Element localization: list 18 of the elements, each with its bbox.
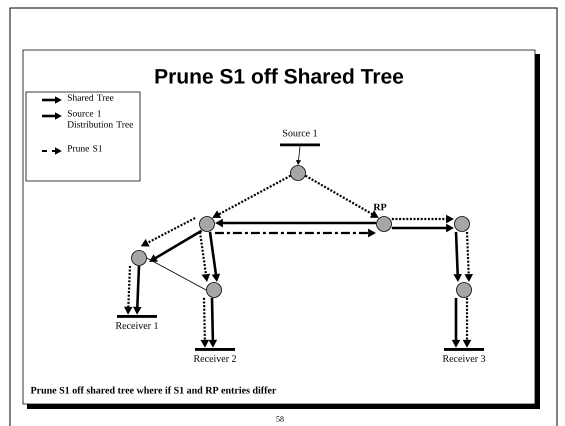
host-bar: Receiver 3 [442,348,486,362]
host-bar: Receiver 2 [194,348,236,362]
host-bar: Receiver 1 [116,315,158,329]
router-circle [206,282,222,298]
footer-note: Prune S1 off shared tree where if S1 and RP entries differ [30,386,276,394]
legend-text: Prune S1 [67,145,102,152]
router-circle [454,216,470,232]
node-label: RP [374,204,386,210]
router-circle [376,216,392,232]
router-circle [290,165,306,181]
page-number: 58 [276,416,284,422]
router-circle [456,282,472,298]
router-circle [131,250,147,266]
legend-text: Shared Tree [68,94,114,101]
router-circle [199,216,215,232]
legend-text: Source 1 Distribution Tree [67,110,134,128]
host-bar: Source 1 [280,130,320,146]
title: Prune S1 off Shared Tree [156,68,404,84]
